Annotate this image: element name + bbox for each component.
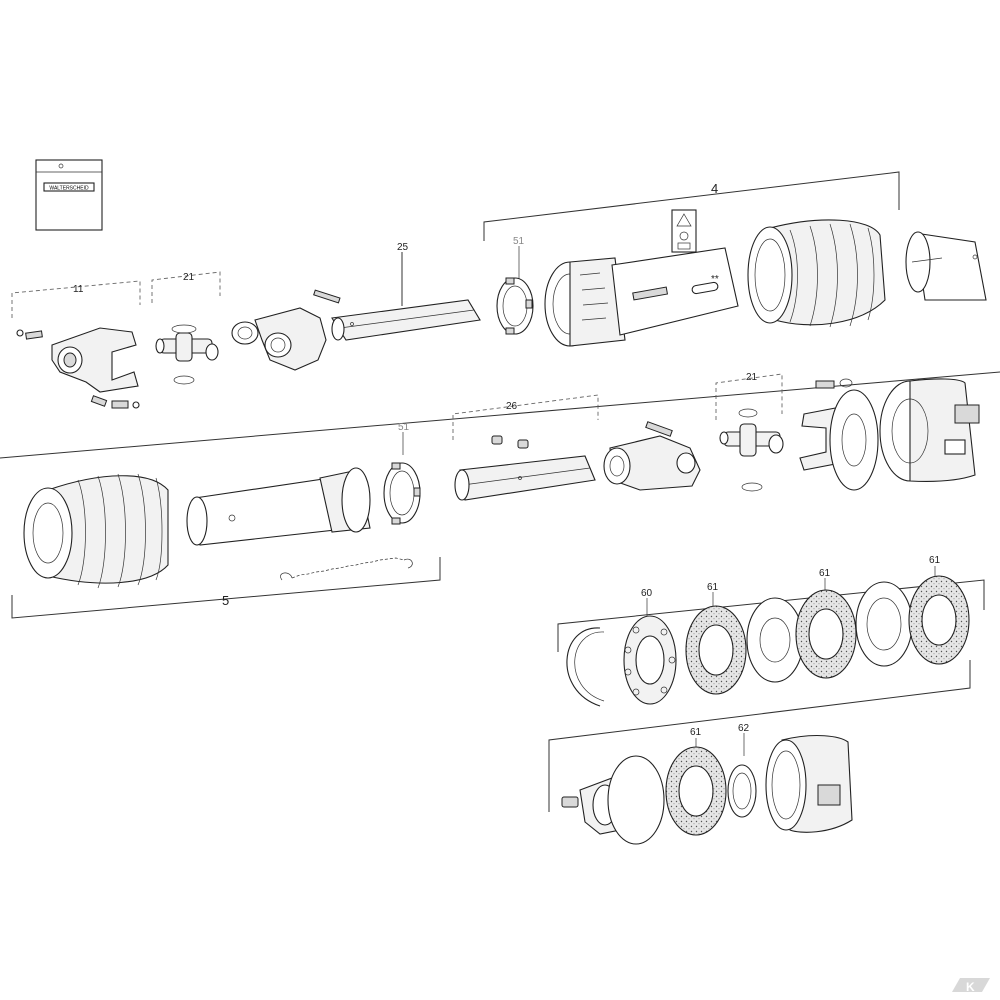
bearing-sleeve-top: [905, 231, 987, 301]
label-61-a: 61: [707, 582, 719, 593]
group-26-box: 26: [452, 394, 599, 440]
group-11-box: 11: [11, 280, 141, 318]
universal-cross-top: [155, 324, 219, 385]
guard-cone-top: **: [544, 247, 739, 347]
label-61-c: 61: [929, 555, 941, 566]
guard-tube-bottom: [186, 467, 371, 546]
bellows-guard-top: [747, 219, 886, 328]
inner-yoke-part: [231, 289, 341, 371]
label-60: 60: [641, 588, 653, 599]
label-4: 4: [711, 181, 718, 196]
label-51-mid-group: 51: [398, 422, 410, 455]
double-star-mark: **: [711, 274, 719, 285]
bearing-ring-51-top: [496, 277, 534, 335]
profile-tube-26: [454, 455, 596, 501]
bearing-ring-51-mid: [383, 462, 421, 525]
label-61-b: 61: [819, 568, 831, 579]
label-21-top: 21: [183, 272, 195, 283]
label-51-top-group: 51: [513, 236, 525, 280]
yoke-11-part: [16, 327, 140, 409]
label-21-mid: 21: [746, 372, 758, 383]
set-screws-26: [491, 435, 529, 449]
warning-sticker-icon: [671, 209, 697, 253]
flange-yoke-part: [799, 378, 879, 491]
safety-chain-part: [280, 557, 413, 581]
label-25: 25: [397, 242, 409, 253]
label-51-top: 51: [513, 236, 525, 247]
universal-cross-mid: [719, 408, 784, 492]
label-25-group: 25: [397, 242, 409, 306]
inner-yoke-mid: [603, 421, 701, 491]
group-4-bracket: 4: [483, 171, 900, 241]
label-51-mid: 51: [398, 422, 410, 433]
label-62: 62: [738, 723, 750, 734]
brand-label: WALTERSCHEID: [49, 186, 89, 192]
group-5-bracket: 5: [11, 557, 441, 619]
parts-bag-icon: WALTERSCHEID: [35, 159, 103, 231]
bellows-guard-bottom: [23, 473, 169, 589]
clutch-group-bracket-lower: [548, 660, 971, 812]
clutch-stack-lower: [561, 735, 853, 845]
label-61-d: 61: [690, 727, 702, 738]
label-11: 11: [73, 284, 84, 295]
group-21-mid-box: 21: [715, 372, 783, 420]
label-5: 5: [222, 593, 229, 608]
clutch-housing-part: [879, 378, 980, 483]
label-26: 26: [506, 401, 518, 412]
group-21-top-box: 21: [151, 271, 221, 303]
corner-logo-text: K: [966, 980, 975, 994]
corner-logo: K: [952, 978, 990, 994]
profile-tube-25: [331, 299, 481, 341]
clutch-stack-top: [566, 575, 970, 707]
